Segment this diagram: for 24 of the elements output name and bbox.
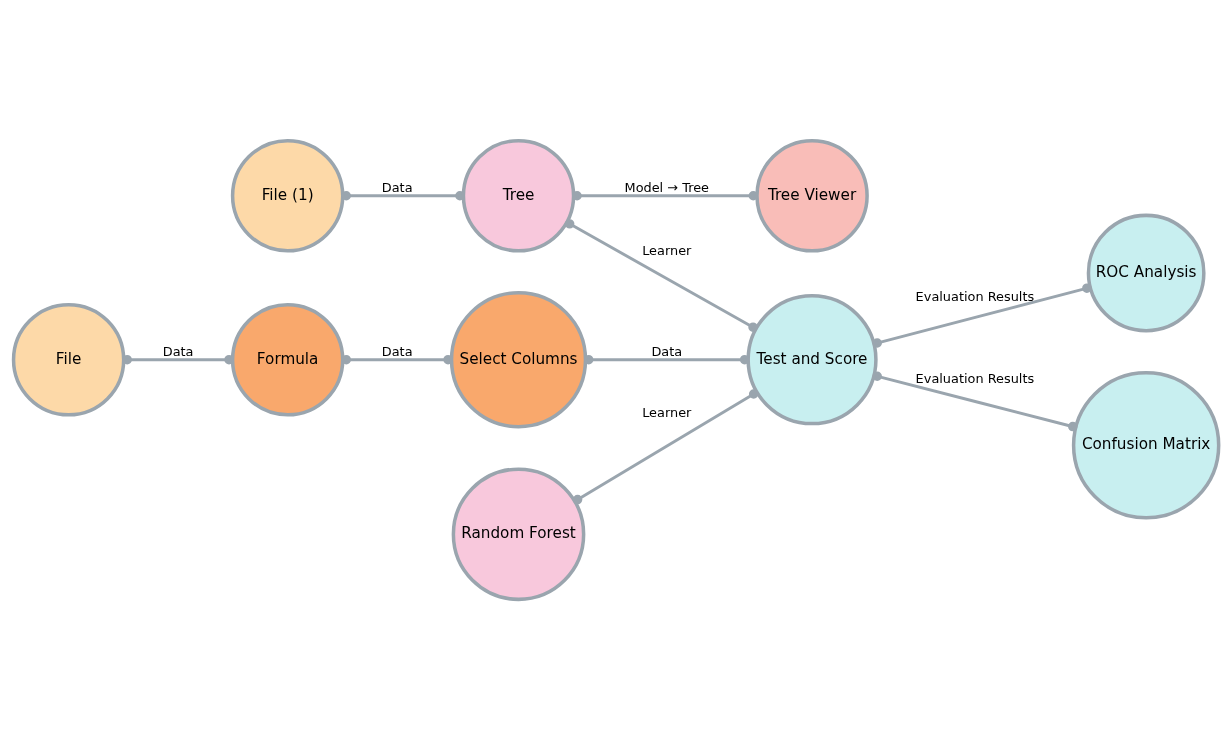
node-circle: Formula <box>230 302 345 417</box>
node-circle: File <box>11 302 126 417</box>
connector <box>872 283 1092 348</box>
node-circle: Confusion Matrix <box>1071 370 1221 520</box>
edge-label: Learner <box>642 243 692 259</box>
edge-label: Data <box>381 343 413 359</box>
edge-label: Evaluation Results <box>915 288 1035 304</box>
edge-label: Data <box>162 343 194 359</box>
edge-label: Data <box>651 343 683 359</box>
edge-label: Data <box>381 179 413 195</box>
edge-label: Model → Tree <box>624 179 710 195</box>
connector <box>572 389 759 505</box>
connector <box>872 371 1078 432</box>
edge-label: Learner <box>642 404 692 420</box>
node-circle: Select Columns <box>449 291 588 429</box>
node-circle: File (1) <box>230 138 345 253</box>
connector <box>341 355 453 365</box>
edge-label: Evaluation Results <box>915 370 1035 386</box>
connector <box>122 355 234 365</box>
node-circle: Tree Viewer <box>755 138 869 253</box>
connector <box>564 219 758 332</box>
connector <box>572 191 759 201</box>
node-circle: ROC Analysis <box>1086 213 1206 333</box>
connector <box>341 191 465 201</box>
